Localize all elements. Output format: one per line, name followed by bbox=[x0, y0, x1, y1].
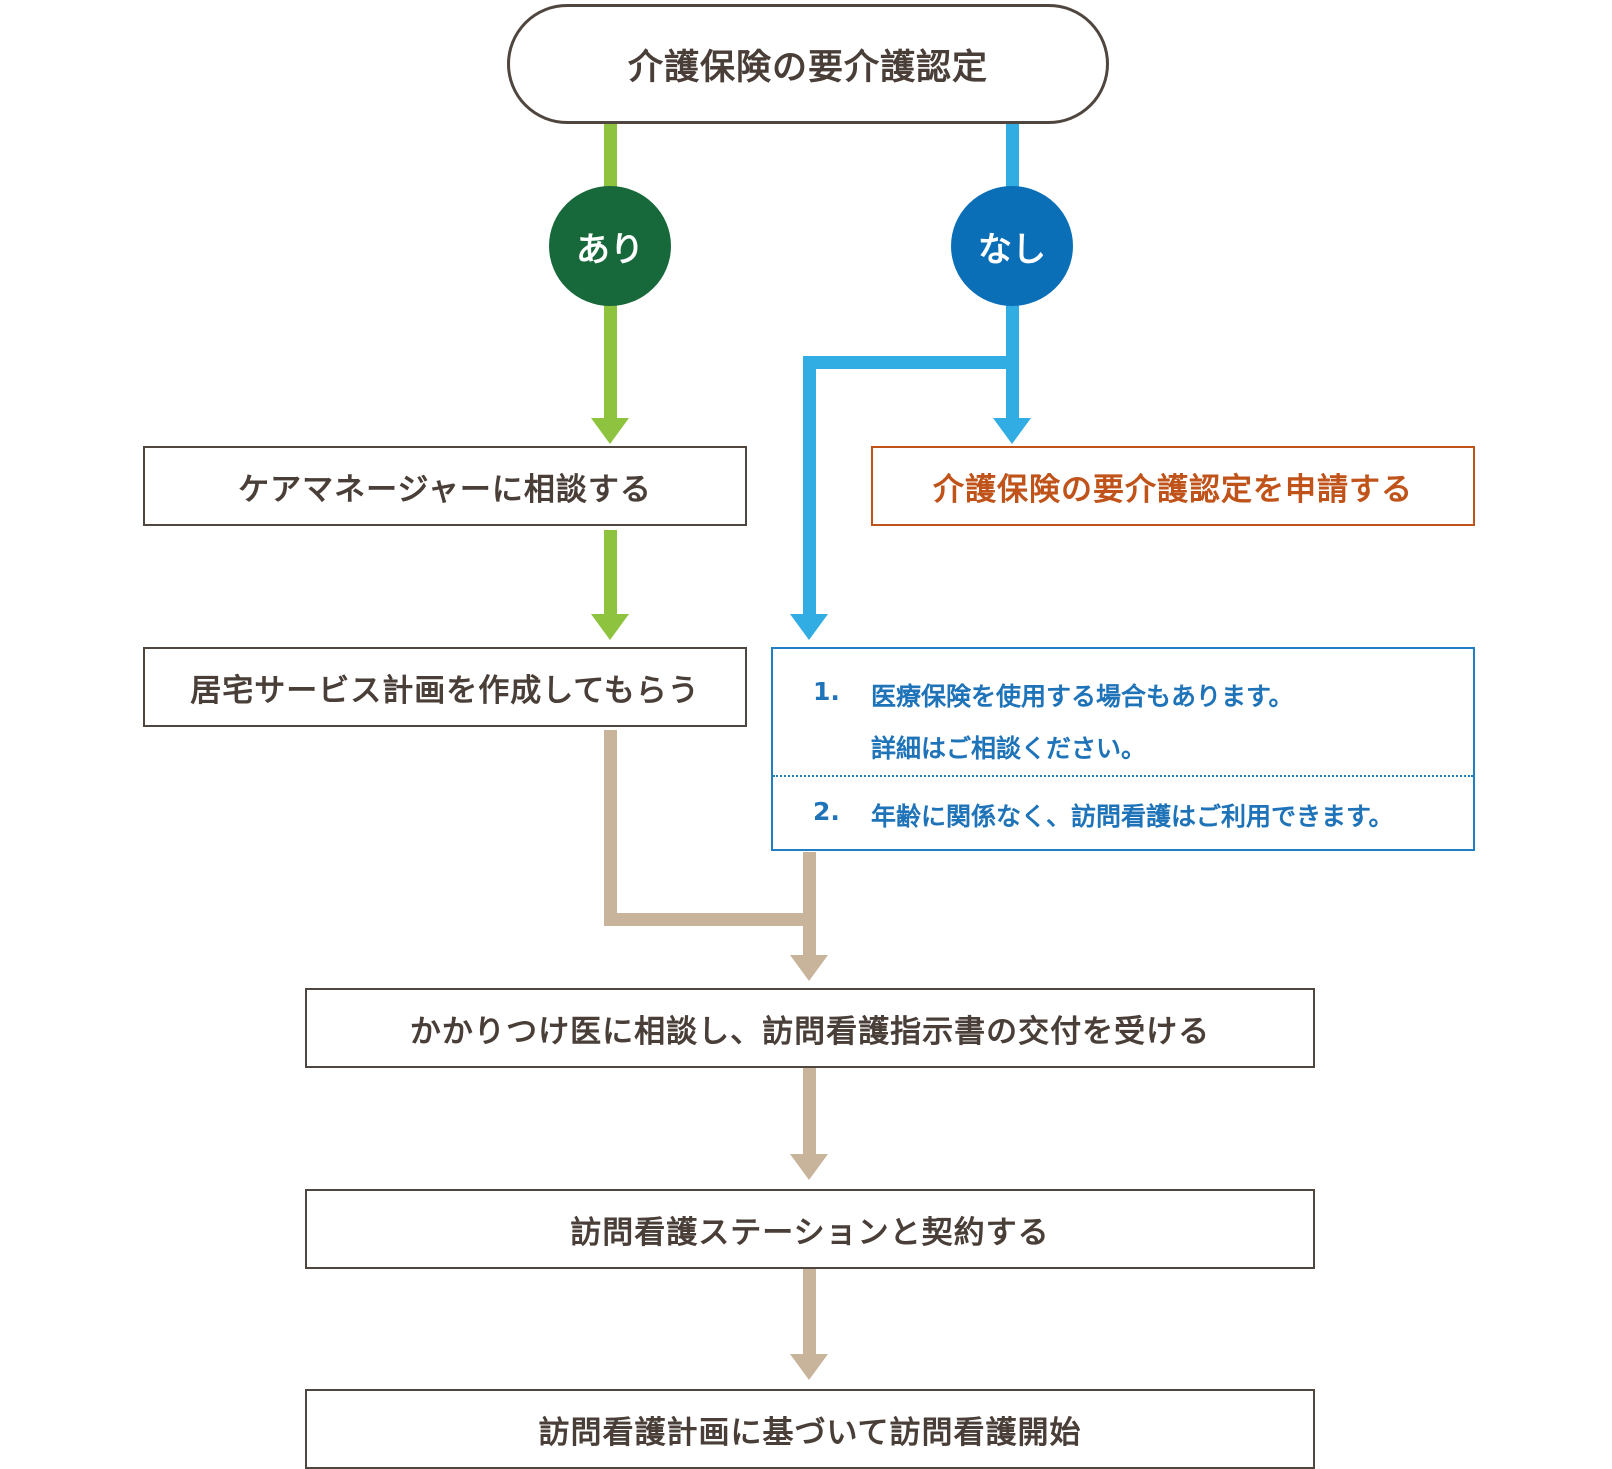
yes-connector-top bbox=[604, 122, 617, 188]
yes-arrowhead-2 bbox=[591, 614, 629, 640]
no-arrowhead-1 bbox=[993, 418, 1031, 444]
flow-arrowhead-1 bbox=[790, 1154, 828, 1180]
start-visiting-care-box: 訪問看護計画に基づいて訪問看護開始 bbox=[305, 1389, 1315, 1469]
note-1-number: 1. bbox=[813, 677, 840, 706]
doctor-consult-box: かかりつけ医に相談し、訪問看護指示書の交付を受ける bbox=[305, 988, 1315, 1068]
yes-branch-circle: あり bbox=[549, 186, 671, 306]
note-1: 1. 医療保険を使用する場合もあります。 詳細はご相談ください。 bbox=[813, 677, 1294, 765]
flow-connector-1 bbox=[803, 1068, 816, 1158]
consult-care-manager-box: ケアマネージャーに相談する bbox=[143, 446, 747, 526]
contract-station-box: 訪問看護ステーションと契約する bbox=[305, 1189, 1315, 1269]
yes-arrowhead-1 bbox=[591, 418, 629, 444]
no-connector-top bbox=[1006, 122, 1019, 188]
note-2-number: 2. bbox=[813, 797, 840, 826]
notes-box: 1. 医療保険を使用する場合もあります。 詳細はご相談ください。 2. 年齢に関… bbox=[771, 647, 1475, 851]
note-2: 2. 年齢に関係なく、訪問看護はご利用できます。 bbox=[813, 797, 1394, 833]
yes-connector-low bbox=[604, 530, 617, 618]
merge-left-vertical bbox=[604, 730, 617, 926]
notes-divider bbox=[773, 775, 1473, 777]
no-branch-horizontal bbox=[803, 356, 1019, 369]
flow-arrowhead-2 bbox=[790, 1354, 828, 1380]
start-node: 介護保険の要介護認定 bbox=[507, 4, 1109, 124]
flow-connector-2 bbox=[803, 1268, 816, 1358]
merge-horizontal bbox=[604, 913, 816, 926]
no-branch-circle: なし bbox=[951, 186, 1073, 306]
yes-connector-mid bbox=[604, 302, 617, 422]
note-1-line-1: 医療保険を使用する場合もあります。 bbox=[871, 682, 1294, 711]
no-arrowhead-2 bbox=[790, 614, 828, 640]
care-plan-box: 居宅サービス計画を作成してもらう bbox=[143, 647, 747, 727]
merge-arrowhead bbox=[790, 955, 828, 981]
note-2-line-1: 年齢に関係なく、訪問看護はご利用できます。 bbox=[871, 802, 1394, 831]
apply-certification-box: 介護保険の要介護認定を申請する bbox=[871, 446, 1475, 526]
no-branch-vertical bbox=[803, 356, 816, 618]
note-1-line-2: 詳細はご相談ください。 bbox=[871, 734, 1147, 763]
merge-right-vertical bbox=[803, 852, 816, 959]
